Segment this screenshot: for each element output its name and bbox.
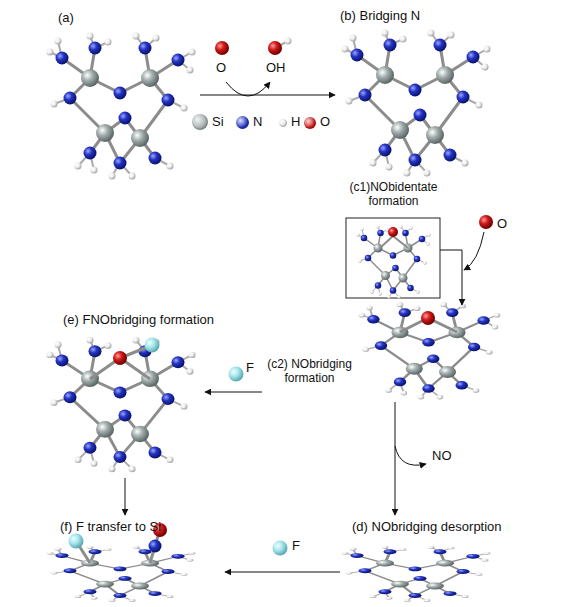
atom-swatch (236, 116, 249, 129)
legend-text: O (320, 114, 330, 130)
panel-label: (a) (58, 10, 138, 26)
reaction-arrow (200, 95, 335, 96)
reaction-arrow (225, 572, 340, 573)
cluster-f (47, 546, 196, 602)
reaction-arrow (125, 478, 126, 515)
molecule-panel: (c2) NObridging formation (262, 305, 505, 402)
molecule-panel: (c1)NObidentate formation (345, 178, 440, 300)
reagent-atoms (215, 38, 292, 97)
cluster-e (47, 337, 196, 472)
panel-label: (b) Bridging N (340, 8, 500, 24)
legend-text: H (291, 114, 300, 130)
molecule-panel: (f) F transfer to Si (45, 515, 225, 602)
molecule-panel: (d) NObridging desorption (340, 515, 510, 602)
cluster-c2 (359, 302, 501, 399)
panel-label: (c1)NObidentate formation (341, 180, 446, 209)
bridging-o (400, 311, 457, 332)
atom-swatch (279, 119, 287, 127)
incoming-f (273, 541, 288, 556)
leaving-no (395, 446, 426, 465)
cluster-b (342, 30, 491, 177)
reagent-label: O (216, 60, 226, 76)
panel-label: (e) FNObridging formation (63, 312, 233, 328)
molecule-panel: (b) Bridging N (335, 5, 505, 180)
atom-swatch (304, 117, 316, 129)
legend-text: Si (212, 114, 224, 130)
legend-text: N (253, 114, 262, 130)
panel-label: (d) NObridging desorption (352, 519, 517, 535)
reagent-label: F (292, 538, 300, 554)
molecule-panel: (a) (50, 8, 200, 183)
reaction-arrow (440, 250, 462, 305)
atom-swatch (192, 114, 208, 130)
panel-label: (f) F transfer to Si (60, 519, 230, 535)
inset-frame (346, 218, 440, 298)
reagent-label: OH (266, 60, 286, 76)
cluster-c1 (356, 225, 431, 299)
incoming-f (229, 367, 244, 382)
reagent-label: O (497, 216, 507, 232)
reagent-label: F (246, 360, 254, 376)
cluster-a (47, 33, 196, 180)
reaction-arrow (395, 402, 396, 515)
incoming-o (464, 215, 493, 270)
reaction-arrow (205, 392, 262, 393)
cluster-d (342, 546, 491, 602)
reagent-label: NO (432, 448, 452, 464)
bidentate-no (380, 227, 408, 248)
molecule-panel: (e) FNObridging formation (45, 310, 205, 478)
fno-bridging (90, 338, 160, 380)
panel-label: (c2) NObridging formation (262, 357, 357, 386)
